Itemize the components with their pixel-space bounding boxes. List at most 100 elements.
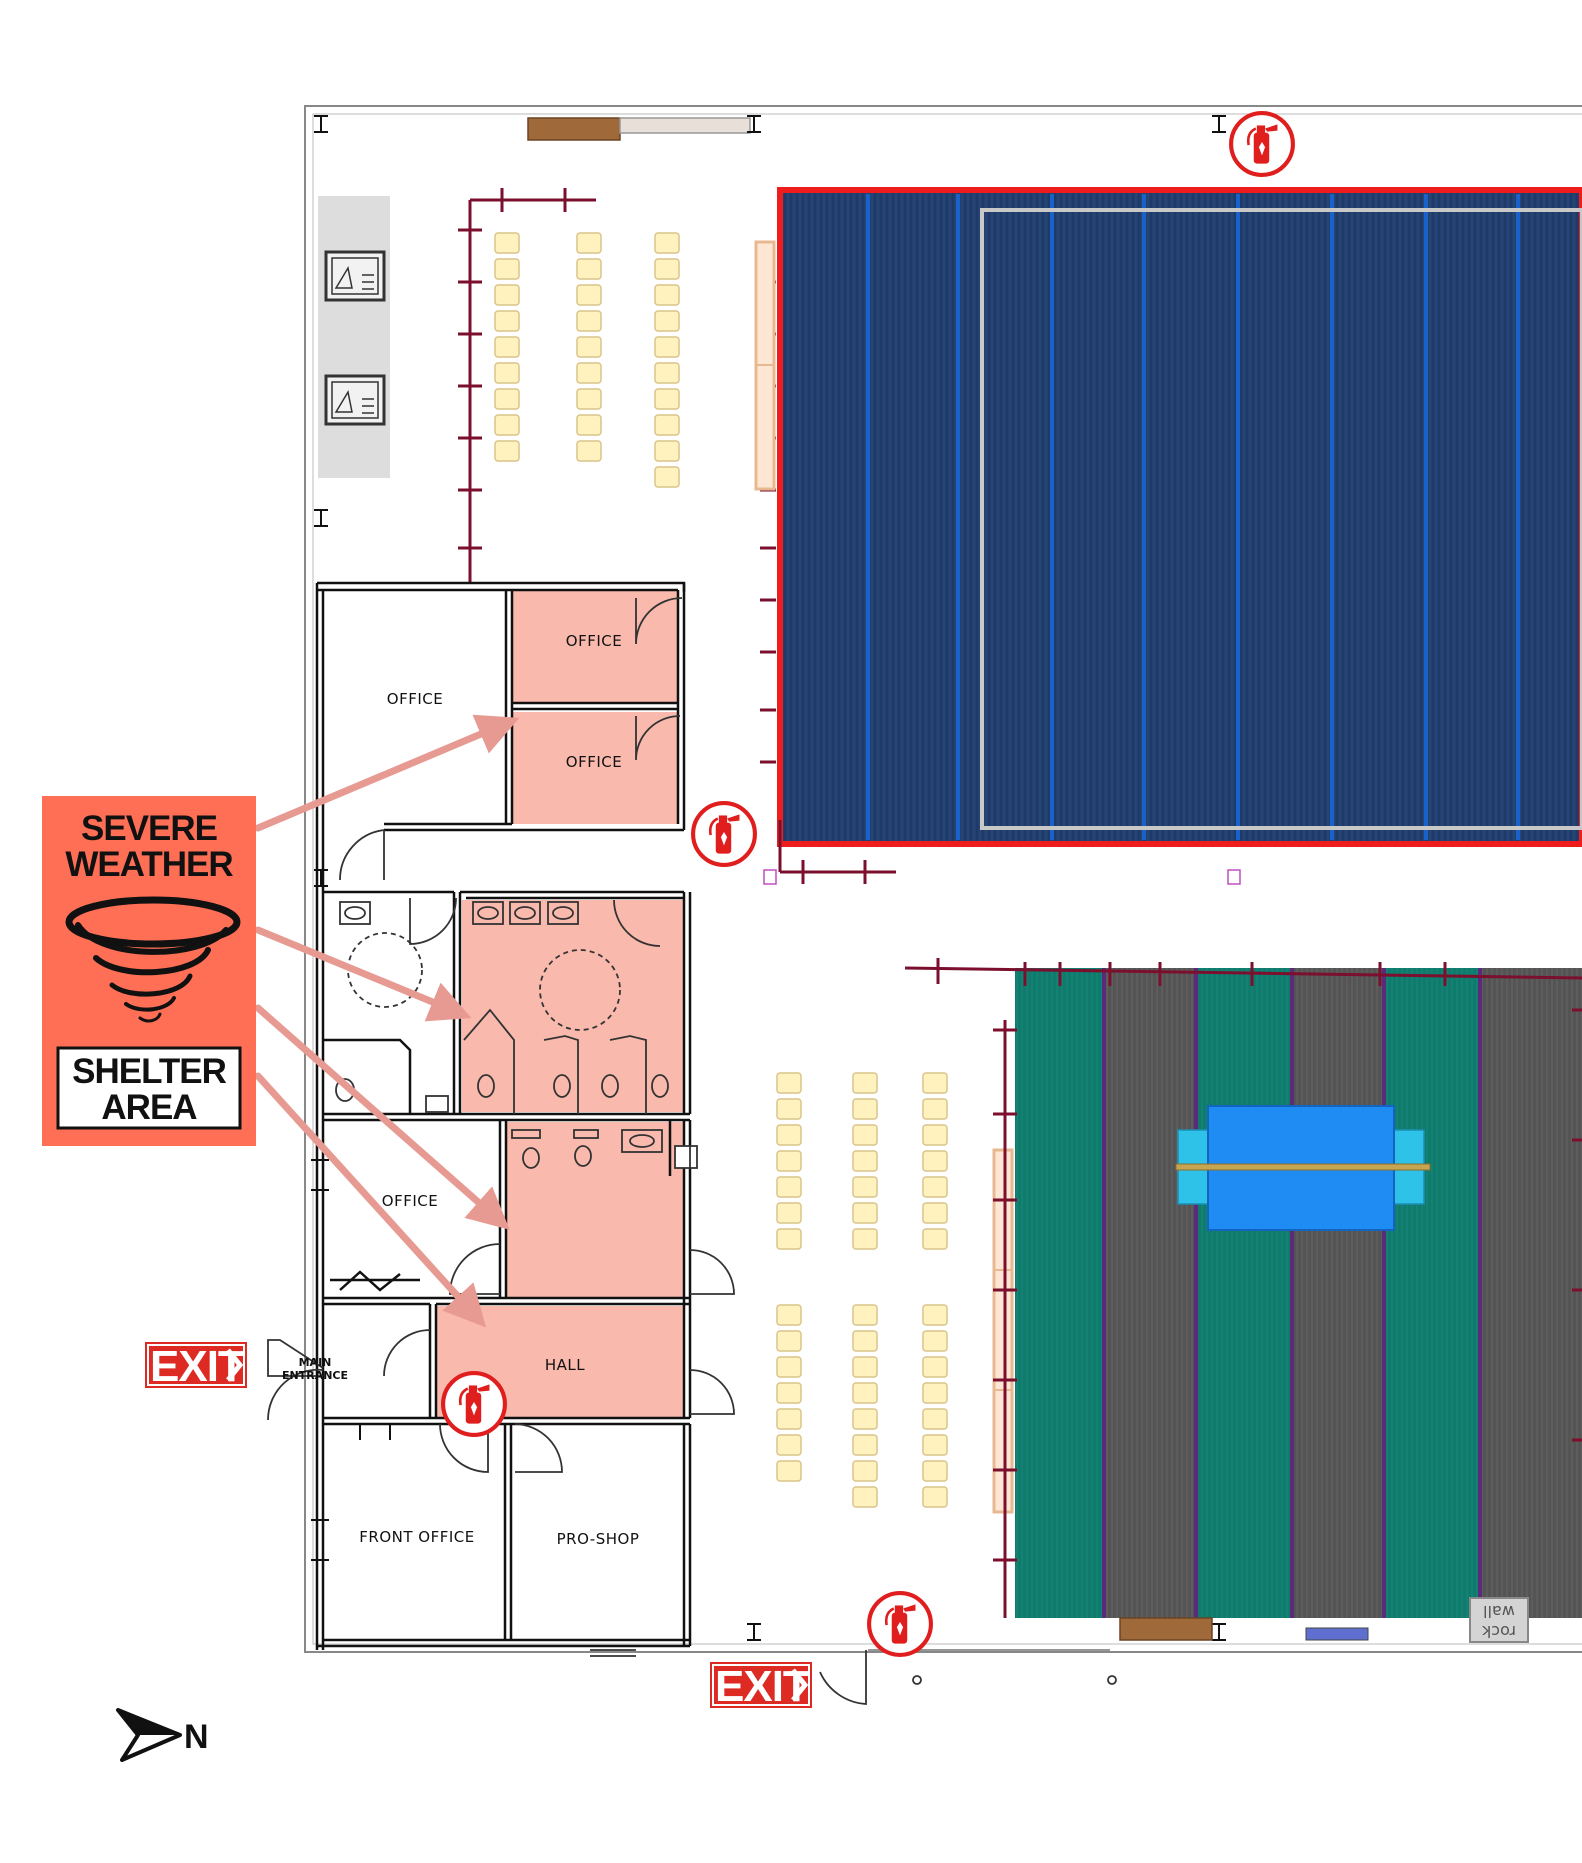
shelter-arrows [254,714,520,1328]
seat [576,284,602,306]
seat [776,1330,802,1352]
seat [776,1408,802,1430]
seat [494,284,520,306]
seat [776,1098,802,1120]
seat [776,1124,802,1146]
seat [852,1228,878,1250]
seat [852,1124,878,1146]
bench-south [992,1148,1014,1514]
seat [576,258,602,280]
svg-text:SHELTER: SHELTER [72,1052,226,1091]
seat [654,336,680,358]
seat [776,1228,802,1250]
seat [922,1228,948,1250]
bleachers-middle [776,1072,948,1250]
seat [776,1460,802,1482]
seat [654,414,680,436]
seat [922,1460,948,1482]
seat [852,1098,878,1120]
seat [776,1382,802,1404]
seat [576,362,602,384]
seat [922,1176,948,1198]
seat [776,1176,802,1198]
seat [852,1072,878,1094]
shelter-legend: SEVERE WEATHER SHELTER AREA [42,796,256,1146]
fire-extinguisher-icon [1231,113,1293,175]
room-label-hall: HALL [545,1356,585,1374]
fire-extinguisher-icon [869,1593,931,1655]
seat [922,1408,948,1430]
seat [654,440,680,462]
bleachers-north [494,232,680,488]
bleachers-south [776,1304,948,1508]
tornado-icon [65,896,241,1023]
west-wall-ticks [311,1159,391,1561]
seat [852,1434,878,1456]
seat [776,1356,802,1378]
restroom-fixtures [335,901,698,1169]
room-label-office-shelter: OFFICE [566,753,622,771]
seat [654,258,680,280]
fire-extinguisher-icon [693,803,755,865]
seat [922,1098,948,1120]
seat [922,1124,948,1146]
svg-text:SEVERE: SEVERE [81,809,217,848]
turf-field [1015,968,1582,1618]
seat [852,1330,878,1352]
seat [654,284,680,306]
door-brown-top [527,117,621,141]
seat [576,414,602,436]
seat [922,1356,948,1378]
seat [776,1434,802,1456]
room-label-front-office: FRONT OFFICE [359,1528,474,1546]
seat [922,1486,948,1508]
rock-wall: rock wall [1469,1597,1529,1643]
seat [852,1356,878,1378]
seat [776,1150,802,1172]
seat [576,440,602,462]
electrical-panel-icon [324,374,386,426]
svg-text:wall: wall [1483,1602,1515,1621]
seat [776,1202,802,1224]
building-outline [304,105,1582,1653]
seat [576,388,602,410]
electrical-area [318,196,390,478]
seat [852,1202,878,1224]
svg-text:AREA: AREA [101,1088,197,1127]
room-label-office: OFFICE [387,690,443,708]
seat [922,1434,948,1456]
seat [852,1150,878,1172]
seat [654,362,680,384]
seat [576,336,602,358]
seat [494,258,520,280]
seat [922,1202,948,1224]
svg-text:EXIT: EXIT [715,1662,810,1711]
seat [654,310,680,332]
svg-text:rock: rock [1481,1622,1516,1641]
seat [922,1304,948,1326]
seat [494,440,520,462]
exit-sign-west: EXIT [145,1342,247,1391]
seat [852,1382,878,1404]
svg-text:WEATHER: WEATHER [65,845,233,884]
seat [494,310,520,332]
north-arrow-icon: N [116,1708,209,1762]
svg-text:EXIT: EXIT [150,1342,245,1391]
seat [776,1072,802,1094]
seat [922,1072,948,1094]
fire-extinguisher-icon [443,1373,505,1435]
seat [922,1382,948,1404]
room-label-office-shelter: OFFICE [566,632,622,650]
room-label-pro-shop: PRO-SHOP [557,1530,640,1548]
seat [852,1460,878,1482]
seat [654,232,680,254]
court-north [777,187,1582,847]
room-label-office: OFFICE [382,1192,438,1210]
seat [922,1150,948,1172]
seat [654,388,680,410]
seat [576,310,602,332]
seat [576,232,602,254]
seat [494,362,520,384]
room-label-main-entrance: ENTRANCE [282,1369,348,1382]
